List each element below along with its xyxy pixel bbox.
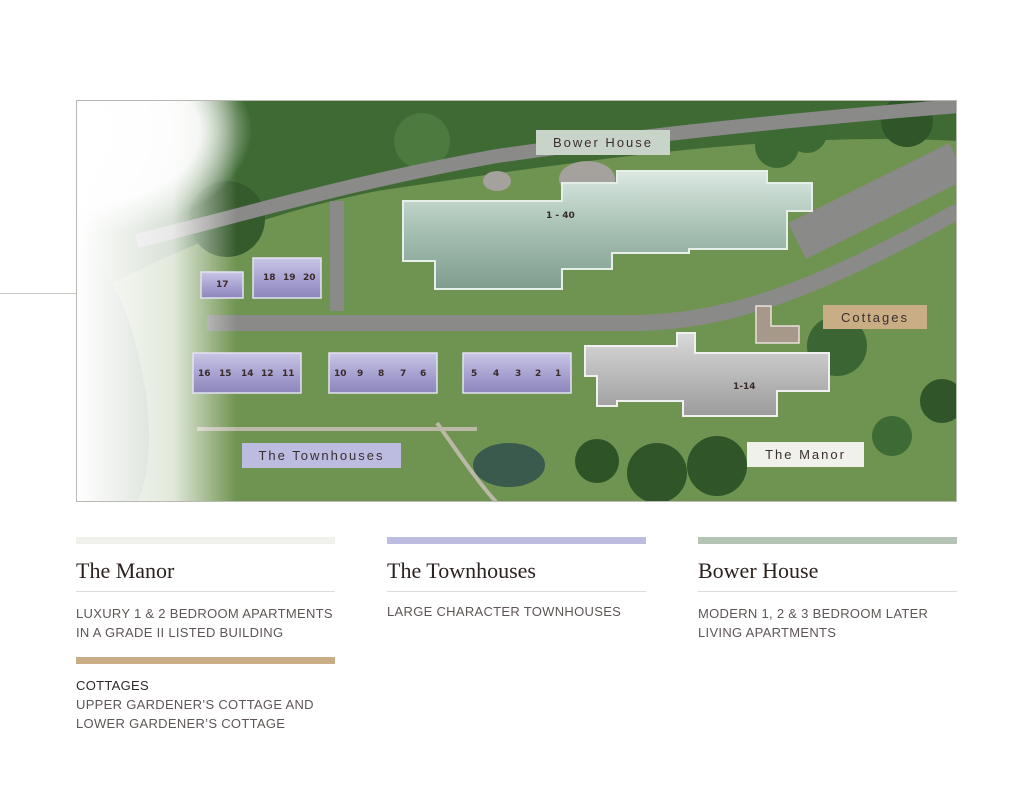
bower-house-label[interactable]: Bower House xyxy=(536,130,670,155)
unit-label-9: 9 xyxy=(357,369,364,379)
unit-label-11: 11 xyxy=(282,369,295,379)
description-line: IN A GRADE II LISTED BUILDING xyxy=(76,625,284,640)
unit-label-16: 16 xyxy=(198,369,211,379)
unit-label-3: 3 xyxy=(515,369,522,379)
legend-bower-house: Bower House MODERN 1, 2 & 3 BEDROOM LATE… xyxy=(698,537,957,642)
legend-townhouses: The Townhouses LARGE CHARACTER TOWNHOUSE… xyxy=(387,537,646,621)
legend-title: Bower House xyxy=(698,558,957,592)
legend-color-swatch xyxy=(76,537,335,544)
unit-label-manor: 1-14 xyxy=(733,382,756,392)
legend-description: LUXURY 1 & 2 BEDROOM APARTMENTS IN A GRA… xyxy=(76,604,335,642)
legend-title: The Townhouses xyxy=(387,558,646,592)
description-line: LUXURY 1 & 2 BEDROOM APARTMENTS xyxy=(76,606,333,621)
unit-label-8: 8 xyxy=(378,369,385,379)
description-line: UPPER GARDENER’S COTTAGE AND xyxy=(76,697,314,712)
description-line: MODERN 1, 2 & 3 BEDROOM LATER xyxy=(698,606,929,621)
unit-label-17: 17 xyxy=(216,280,229,290)
unit-label-19: 19 xyxy=(283,273,296,283)
description-line: LARGE CHARACTER TOWNHOUSES xyxy=(387,604,622,619)
unit-label-10: 10 xyxy=(334,369,347,379)
unit-label-4: 4 xyxy=(493,369,500,379)
unit-label-7: 7 xyxy=(400,369,407,379)
legend-title: COTTAGES xyxy=(76,678,149,693)
townhouses-label[interactable]: The Townhouses xyxy=(242,443,401,468)
unit-label-bower: 1 - 40 xyxy=(546,211,575,221)
description-line: LOWER GARDENER’S COTTAGE xyxy=(76,716,286,731)
legend-description: UPPER GARDENER’S COTTAGE AND LOWER GARDE… xyxy=(76,695,335,733)
legend-manor: The Manor LUXURY 1 & 2 BEDROOM APARTMENT… xyxy=(76,537,335,642)
unit-label-20: 20 xyxy=(303,273,316,283)
legend-color-swatch xyxy=(387,537,646,544)
site-plan-illustration xyxy=(77,101,956,501)
unit-label-5: 5 xyxy=(471,369,478,379)
unit-label-15: 15 xyxy=(219,369,232,379)
unit-label-6: 6 xyxy=(420,369,427,379)
cottages-label[interactable]: Cottages xyxy=(823,305,927,329)
unit-label-14: 14 xyxy=(241,369,254,379)
legend-color-swatch xyxy=(76,657,335,664)
legend-description: MODERN 1, 2 & 3 BEDROOM LATER LIVING APA… xyxy=(698,604,957,642)
unit-label-12: 12 xyxy=(261,369,274,379)
unit-label-18: 18 xyxy=(263,273,276,283)
legend-color-swatch xyxy=(698,537,957,544)
manor-label[interactable]: The Manor xyxy=(747,442,864,467)
unit-label-2: 2 xyxy=(535,369,542,379)
unit-label-1: 1 xyxy=(555,369,562,379)
leader-line xyxy=(0,293,77,294)
site-plan-map: Bower House Cottages The Townhouses The … xyxy=(76,100,957,502)
legend-cottages: COTTAGES UPPER GARDENER’S COTTAGE AND LO… xyxy=(76,657,335,733)
description-line: LIVING APARTMENTS xyxy=(698,625,837,640)
legend-title: The Manor xyxy=(76,558,335,592)
legend-description: LARGE CHARACTER TOWNHOUSES xyxy=(387,602,646,621)
